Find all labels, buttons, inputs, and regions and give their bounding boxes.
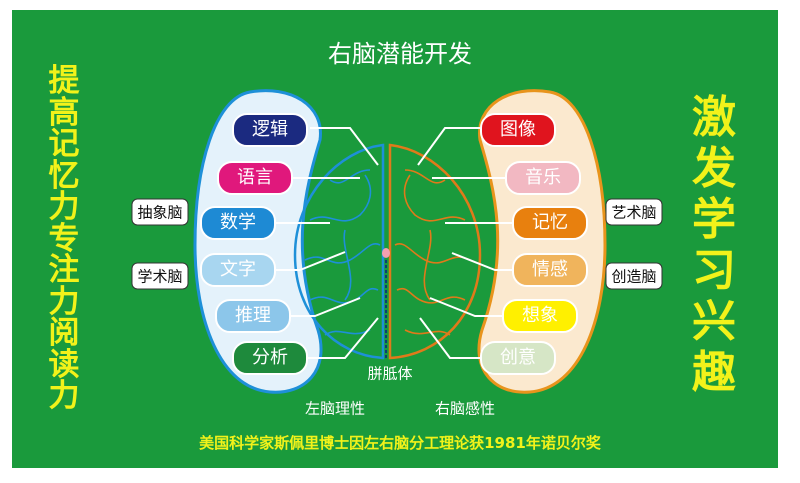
right-slogan: 激发学习兴趣 bbox=[692, 92, 736, 398]
tag-creative-brain: 创造脑 bbox=[605, 262, 663, 290]
right-brain-folds bbox=[394, 169, 471, 336]
left-brain-item: 语言 bbox=[217, 161, 293, 195]
footer-text: 美国科学家斯佩里博士因左右脑分工理论获1981年诺贝尔奖 bbox=[199, 434, 601, 452]
left-brain-outline bbox=[293, 143, 385, 360]
poster-background bbox=[12, 10, 778, 468]
left-brain-item: 分析 bbox=[232, 341, 308, 375]
right-brain-item: 音乐 bbox=[505, 161, 581, 195]
page-title: 右脑潜能开发 bbox=[328, 40, 472, 68]
left-brain-item: 文字 bbox=[200, 253, 276, 287]
left-brain-item: 数学 bbox=[200, 206, 276, 240]
left-brain-item: 逻辑 bbox=[232, 113, 308, 147]
tag-abstract-brain: 抽象脑 bbox=[131, 198, 189, 226]
right-brain-item: 情感 bbox=[512, 253, 588, 287]
tag-art-brain: 艺术脑 bbox=[605, 198, 663, 226]
right-brain-item: 创意 bbox=[480, 341, 556, 375]
left-brain-item: 推理 bbox=[215, 299, 291, 333]
left-slogan: 提高记忆力 专注力 阅读力 bbox=[48, 63, 80, 414]
right-brain-caption: 右脑感性 bbox=[434, 399, 496, 418]
right-brain-item: 想象 bbox=[502, 299, 578, 333]
corpus-callosum-label: 胼胝体 bbox=[367, 364, 413, 383]
right-brain-outline bbox=[388, 143, 482, 360]
right-brain-item: 图像 bbox=[480, 113, 556, 147]
right-brain-item: 记忆 bbox=[512, 206, 588, 240]
connector-lines bbox=[275, 127, 513, 359]
tag-academic-brain: 学术脑 bbox=[131, 262, 189, 290]
left-brain-caption: 左脑理性 bbox=[304, 399, 366, 418]
